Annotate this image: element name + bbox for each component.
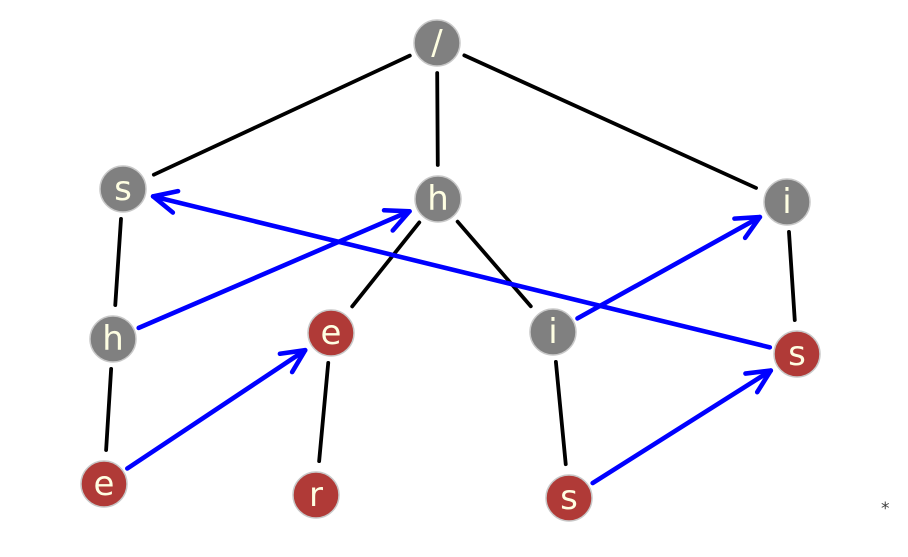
tree-edge-sh-she	[104, 367, 114, 452]
accept-state-circle	[80, 460, 128, 508]
accept-state-circle	[307, 309, 355, 357]
tree-edge-s1-sh	[113, 217, 123, 307]
state-circle	[99, 165, 147, 213]
suffix-link-sh-h1	[136, 207, 412, 331]
node-root: /	[413, 19, 461, 67]
tree-edge-i1-is	[787, 230, 797, 322]
state-circle	[414, 175, 462, 223]
tree-edge-h1-he	[350, 220, 422, 309]
tree-edge-root-i1	[462, 53, 758, 190]
suffix-link-his-is	[590, 368, 774, 486]
node-i1: i	[763, 178, 811, 226]
tree-edge-root-h1	[435, 71, 440, 167]
node-she: e	[80, 460, 128, 508]
tree-edge-h1-hi	[455, 219, 533, 309]
accept-state-circle	[773, 330, 821, 378]
tree-edge-root-s1	[151, 53, 412, 177]
suffix-link-hi-i1	[575, 214, 763, 321]
footnote-asterisk: *	[881, 499, 890, 519]
state-circle	[89, 315, 137, 363]
accept-state-circle	[545, 474, 593, 522]
tree-edge-hi-his	[553, 359, 568, 467]
node-sh: h	[89, 315, 137, 363]
node-he: e	[307, 309, 355, 357]
node-h1: h	[414, 175, 462, 223]
node-his: s	[545, 474, 593, 522]
state-circle	[763, 178, 811, 226]
node-hi: i	[529, 308, 577, 356]
node-s1: s	[99, 165, 147, 213]
state-circle	[529, 308, 577, 356]
suffix-link-is-s1	[150, 188, 773, 350]
tree-edge-he-her	[317, 360, 331, 464]
node-is: s	[773, 330, 821, 378]
state-circle	[413, 19, 461, 67]
node-her: r	[292, 471, 340, 519]
accept-state-circle	[292, 471, 340, 519]
suffix-link-she-he	[125, 347, 308, 471]
